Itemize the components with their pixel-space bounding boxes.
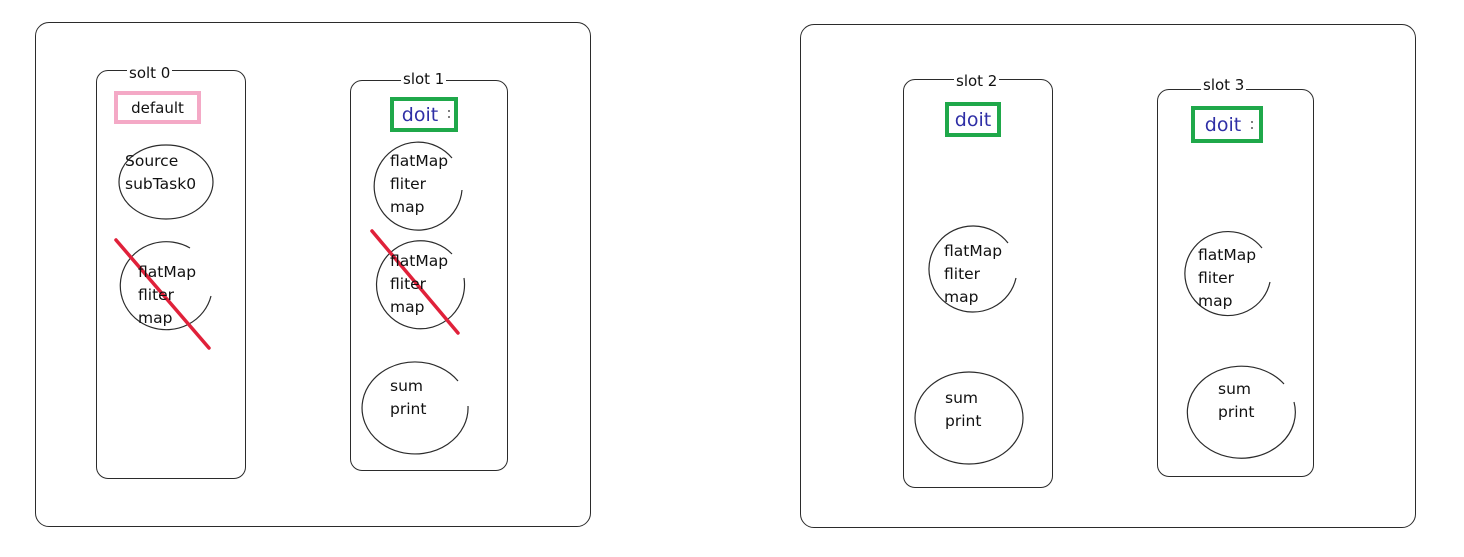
task-slot2-flatmap: flatMap fliter map <box>944 240 1002 309</box>
task-line: fliter <box>1198 269 1235 287</box>
task-line: subTask0 <box>125 175 197 193</box>
task-line: sum <box>390 377 423 395</box>
slot-2-label: slot 2 <box>954 72 1000 90</box>
task-slot0-flatmap: flatMap fliter map <box>138 261 196 330</box>
slot-1-label: slot 1 <box>401 70 447 88</box>
task-line: map <box>390 198 425 216</box>
taskmanager-left <box>35 22 591 527</box>
slot-0-label: solt 0 <box>127 64 173 82</box>
task-line: print <box>390 400 427 418</box>
task-line: sum <box>945 389 978 407</box>
task-line: Source <box>125 152 179 170</box>
group-label-slot0: default <box>114 91 201 124</box>
group-label-slot3: doit <box>1191 106 1263 143</box>
group-label-slot2: doit <box>945 102 1001 137</box>
task-line: flatMap <box>944 242 1003 260</box>
task-line: map <box>390 298 425 316</box>
taskmanager-right <box>800 24 1416 528</box>
task-slot3-sum: sum print <box>1218 378 1254 424</box>
task-line: flatMap <box>1198 246 1257 264</box>
task-slot2-sum: sum print <box>945 387 981 433</box>
task-slot1-sum: sum print <box>390 375 426 421</box>
task-line: fliter <box>944 265 981 283</box>
task-line: flatMap <box>390 252 449 270</box>
task-line: fliter <box>390 275 427 293</box>
task-slot3-flatmap: flatMap fliter map <box>1198 244 1256 313</box>
task-line: sum <box>1218 380 1251 398</box>
group-label-slot1: doit <box>390 97 458 132</box>
task-line: flatMap <box>390 152 449 170</box>
task-line: print <box>1218 403 1255 421</box>
task-slot1-flatmap-a: flatMap fliter map <box>390 150 448 219</box>
task-line: map <box>1198 292 1233 310</box>
task-line: map <box>944 288 979 306</box>
slot-3-label: slot 3 <box>1201 76 1247 94</box>
task-line: flatMap <box>138 263 197 281</box>
task-slot0-source: Source subTask0 <box>125 150 196 196</box>
task-slot1-flatmap-b: flatMap fliter map <box>390 250 448 319</box>
task-line: map <box>138 309 173 327</box>
task-line: fliter <box>390 175 427 193</box>
task-line: fliter <box>138 286 175 304</box>
task-line: print <box>945 412 982 430</box>
